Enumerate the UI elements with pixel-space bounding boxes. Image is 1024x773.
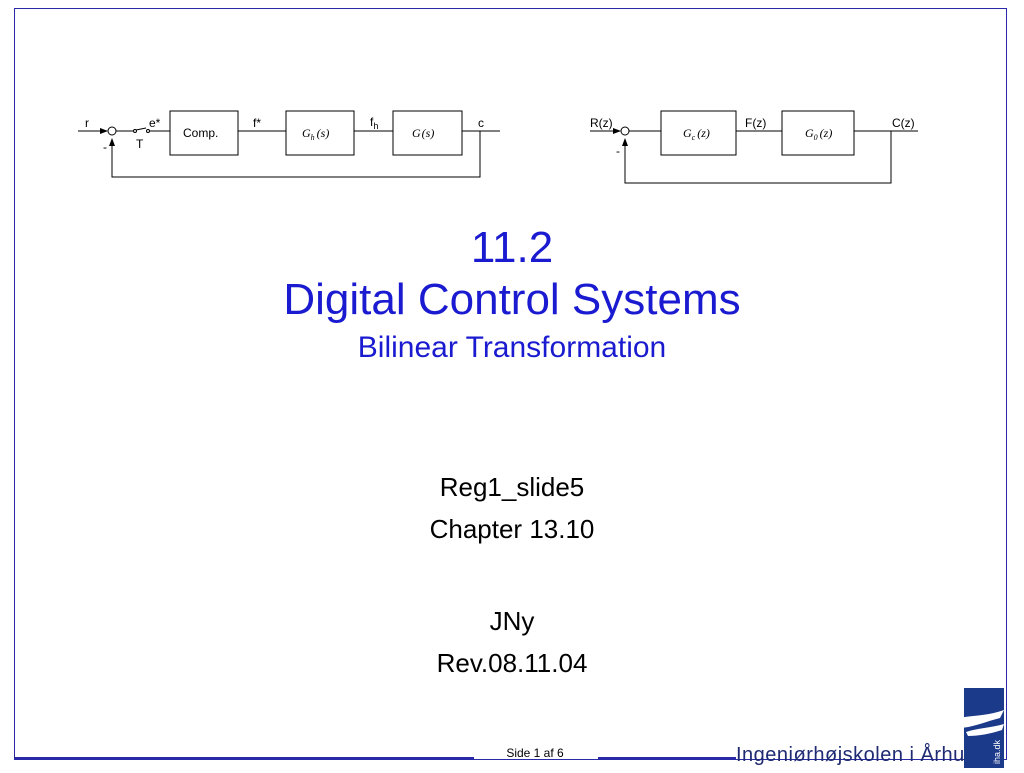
footer-divider-left	[14, 757, 474, 759]
gh-block	[285, 110, 355, 156]
g0-block	[781, 110, 855, 156]
logo-text: iha.dk	[992, 739, 1002, 764]
label-Rz: R(z)	[590, 116, 613, 130]
label-r: r	[85, 116, 89, 130]
diagram-1	[78, 110, 500, 178]
diagram-2	[590, 110, 918, 184]
comp-block-label: Comp.	[183, 126, 218, 140]
gc-block-label: Gc(z)	[683, 126, 710, 142]
info-slide-id: Reg1_slide5	[439, 472, 585, 502]
iha-logo	[946, 688, 1004, 768]
g-block-label: G(s)	[412, 126, 434, 140]
info-author: JNy	[489, 606, 535, 636]
summing-junction-2	[620, 126, 630, 136]
info-chapter: Chapter 13.10	[429, 514, 595, 544]
label-Cz: C(z)	[892, 116, 915, 130]
label-f-star: f*	[253, 116, 261, 130]
comp-block	[169, 110, 239, 156]
label-minus-1: -	[103, 140, 107, 154]
page-title: Digital Control Systems	[283, 275, 741, 324]
label-fh: fh	[370, 115, 378, 131]
info-block: Reg1_slide5 Chapter 13.10 JNy Rev.08.11.…	[0, 466, 1024, 684]
info-revision: Rev.08.11.04	[436, 648, 588, 678]
label-sampler-T: T	[136, 137, 144, 151]
section-number: 11.2	[470, 223, 554, 272]
gh-block-label: Gh(s)	[302, 126, 329, 142]
label-Fz: F(z)	[745, 116, 766, 130]
title-block: 11.2 Digital Control Systems Bilinear Tr…	[0, 222, 1024, 368]
page-subtitle: Bilinear Transformation	[357, 331, 667, 364]
summing-junction	[107, 126, 117, 136]
label-c: c	[478, 116, 484, 130]
label-e-star: e*	[149, 116, 161, 130]
footer-divider-right	[598, 757, 736, 759]
gc-block	[660, 110, 737, 156]
slide-frame	[14, 8, 1007, 760]
sampler-switch	[133, 129, 137, 133]
school-name: Ingeniørhøjskolen i Århus	[736, 744, 976, 766]
page-number: Side 1 af 6	[506, 746, 564, 760]
label-minus-2: -	[616, 144, 620, 158]
g0-block-label: G0(z)	[805, 126, 832, 142]
g-block	[392, 110, 463, 156]
